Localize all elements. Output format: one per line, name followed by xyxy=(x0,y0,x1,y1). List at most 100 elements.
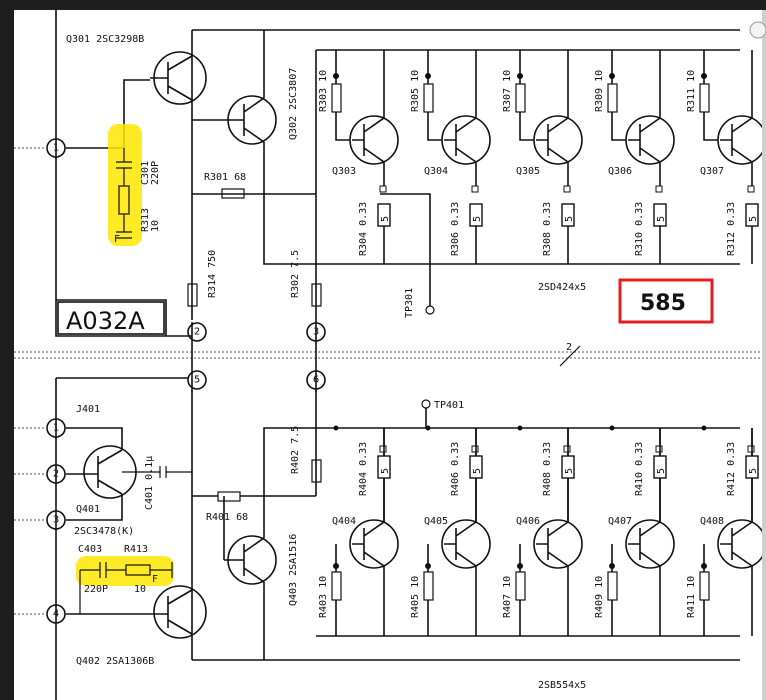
upper-transistor-label: Q307 xyxy=(700,166,724,177)
lower-base-resistor-label: R411 10 xyxy=(686,576,697,618)
lower-emitter-resistor-label: R410 0.33 xyxy=(634,442,645,496)
svg-text:2: 2 xyxy=(194,327,200,338)
upper-transistor-label: Q306 xyxy=(608,166,632,177)
upper-stage-4: R309 10 Q306 5 R310 0.33 xyxy=(594,50,675,264)
upper-fuse-value: 5 xyxy=(564,216,575,222)
lower-fuse-value: 5 xyxy=(380,468,391,474)
transistor-symbol xyxy=(349,519,399,569)
upper-base-resistor-label: R307 10 xyxy=(502,70,513,112)
lower-transistor-label: Q406 xyxy=(516,516,540,527)
transistor-symbol xyxy=(625,115,675,165)
upper-fuse-value: 5 xyxy=(656,216,667,222)
svg-text:1: 1 xyxy=(53,423,59,434)
r413-value: 10 xyxy=(134,584,146,595)
transistor-symbol xyxy=(441,115,491,165)
upper-part-label: 2SD424x5 xyxy=(538,282,586,293)
highlight-c403-r413 xyxy=(76,556,174,586)
upper-base-resistor-label: R303 10 xyxy=(318,70,329,112)
svg-text:1: 1 xyxy=(53,143,59,154)
upper-transistor-label: Q303 xyxy=(332,166,356,177)
bus-count-mark: 2 xyxy=(566,342,572,353)
lower-stage-4: R409 10 Q407 5 R410 0.33 xyxy=(594,425,675,636)
lower-fuse-value: 5 xyxy=(472,468,483,474)
right-edge-shadow xyxy=(762,10,766,700)
transistor-symbol xyxy=(717,519,766,569)
q401-part-label: 2SC3478(K) xyxy=(74,526,134,537)
lower-transistor-label: Q407 xyxy=(608,516,632,527)
q402-label: Q402 2SA1306B xyxy=(76,656,154,667)
scroll-button-icon[interactable] xyxy=(749,21,766,39)
f-label-upper: F xyxy=(114,234,120,245)
upper-emitter-resistor-label: R312 0.33 xyxy=(726,202,737,256)
r313-label: R313 xyxy=(140,208,151,232)
upper-emitter-resistor-label: R304 0.33 xyxy=(358,202,369,256)
terminal-lower-2: 2 xyxy=(46,464,66,484)
highlight-c301-r313 xyxy=(108,124,142,246)
terminal-3: 3 xyxy=(306,322,326,342)
svg-text:6: 6 xyxy=(313,375,319,386)
upper-emitter-resistor-label: R308 0.33 xyxy=(542,202,553,256)
j401-label: J401 xyxy=(76,404,100,415)
upper-base-resistor-label: R311 10 xyxy=(686,70,697,112)
q302-label: Q302 2SC3807 xyxy=(288,68,299,140)
q401-label: Q401 xyxy=(76,504,100,515)
upper-stage-5: R311 10 Q307 5 R312 0.33 xyxy=(686,50,766,264)
lower-transistor-label: Q408 xyxy=(700,516,724,527)
page-badge xyxy=(618,278,714,324)
lower-emitter-resistor-label: R408 0.33 xyxy=(542,442,553,496)
tp401-point xyxy=(421,399,431,409)
svg-text:3: 3 xyxy=(53,515,59,526)
paper xyxy=(14,10,766,700)
r301-label: R301 68 xyxy=(204,172,246,183)
terminal-lower-4: 4 xyxy=(46,604,66,624)
r401-label: R401 68 xyxy=(206,512,248,523)
lower-board: J401 C401 0.1μ Q401 2SC3478(K) C403 R413… xyxy=(14,377,740,700)
upper-fuse-value: 5 xyxy=(472,216,483,222)
f-label-lower: F xyxy=(152,574,158,585)
lower-fuse-value: 5 xyxy=(748,468,759,474)
transistor-symbol xyxy=(625,519,675,569)
svg-text:5: 5 xyxy=(194,375,200,386)
c401-label: C401 0.1μ xyxy=(144,456,155,510)
terminal-lower-3: 3 xyxy=(46,510,66,530)
r413-label: R413 xyxy=(124,544,148,555)
page-number: 585 xyxy=(640,291,686,316)
transistor-symbol xyxy=(441,519,491,569)
upper-transistor-label: Q304 xyxy=(424,166,448,177)
c301-label: C301 xyxy=(140,161,151,185)
lower-base-resistor-label: R407 10 xyxy=(502,576,513,618)
transistor-symbol xyxy=(533,519,583,569)
upper-base-resistor-label: R309 10 xyxy=(594,70,605,112)
r313-value: 10 xyxy=(150,220,161,232)
transistor-symbol xyxy=(533,115,583,165)
c403-label: C403 xyxy=(78,544,102,555)
module-label: A032A xyxy=(66,307,145,335)
upper-emitter-resistor-label: R306 0.33 xyxy=(450,202,461,256)
r302-label: R302 7.5 xyxy=(290,250,301,298)
q403-label: Q403 2SA1516 xyxy=(288,534,299,606)
transistor-symbol xyxy=(153,585,207,639)
lower-fuse-value: 5 xyxy=(656,468,667,474)
svg-text:4: 4 xyxy=(53,609,59,620)
lower-emitter-resistor-label: R406 0.33 xyxy=(450,442,461,496)
c403-value: 220P xyxy=(84,584,108,595)
svg-text:2: 2 xyxy=(53,469,59,480)
lower-part-label: 2SB554x5 xyxy=(538,680,586,691)
top-dark-strip xyxy=(0,0,766,10)
terminal-lower-1: 1 xyxy=(46,418,66,438)
transistor-symbol xyxy=(227,95,277,145)
upper-emitter-resistor-label: R310 0.33 xyxy=(634,202,645,256)
connection-bus: 2 xyxy=(14,322,766,392)
c301-value: 220P xyxy=(150,161,161,185)
lower-base-resistor-label: R409 10 xyxy=(594,576,605,618)
upper-fuse-value: 5 xyxy=(748,216,759,222)
